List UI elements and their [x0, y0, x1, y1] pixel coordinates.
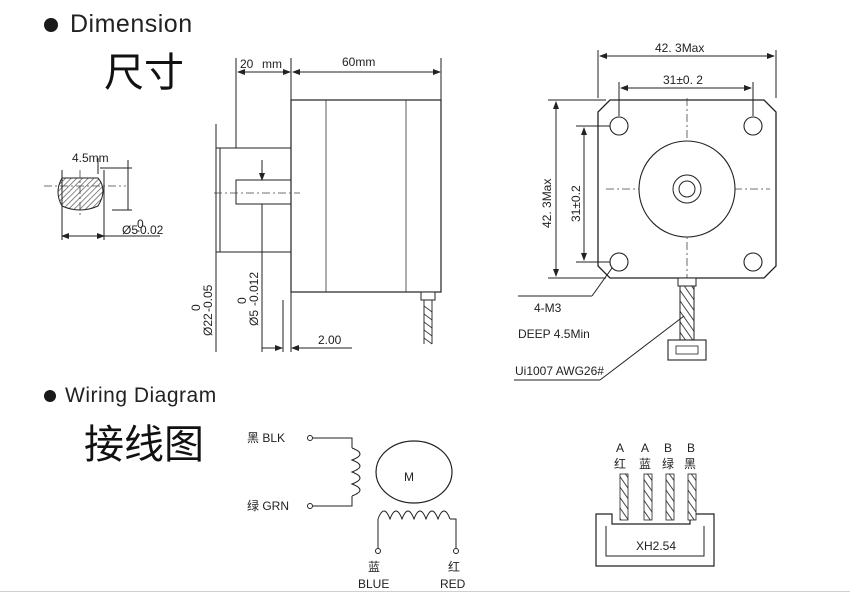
connector-wires: [619, 473, 697, 521]
wiring-heading: Wiring Diagram: [44, 384, 217, 408]
flat-tol-sub: -0.02: [136, 223, 164, 237]
pin-1-color: 红: [614, 456, 626, 471]
motor-symbol: M: [404, 470, 414, 484]
mount-holes-label: 4-M3: [534, 301, 562, 315]
shaft-dia-label: Ø5: [247, 310, 261, 326]
pin-4-phase: B: [687, 441, 695, 455]
shaft-flat-detail: [44, 158, 160, 240]
pilot-tol-sup: 0: [189, 304, 203, 311]
dimension-title-cn: 尺寸: [104, 50, 184, 96]
cable-spec-label: Ui1007 AWG26#: [515, 364, 604, 378]
body-length-label: 60mm: [342, 55, 375, 69]
pin-2-color: 蓝: [639, 457, 651, 471]
pin-3-color: 绿: [662, 456, 674, 471]
wire-blue-en: BLUE: [358, 577, 389, 591]
shaft-length-unit: mm: [262, 57, 282, 71]
pilot-tol-sub: -0.05: [201, 284, 215, 312]
pilot-dia-label: Ø22: [201, 313, 215, 336]
wire-grn-label: 绿 GRN: [247, 498, 289, 513]
front-width-label: 42. 3Max: [655, 41, 704, 55]
bottom-divider: [0, 591, 850, 592]
front-hole-h-label: 31±0. 2: [663, 73, 703, 87]
wiring-title-en: Wiring Diagram: [65, 384, 217, 407]
wire-red-cn: 红: [448, 559, 460, 574]
pilot-depth-label: 2.00: [318, 333, 342, 347]
flat-diameter-label: Ø5: [122, 223, 138, 237]
pin-2-phase: A: [641, 441, 649, 455]
hole-depth-label: DEEP 4.5Min: [518, 327, 590, 341]
wire-blk-label: 黑 BLK: [247, 431, 285, 445]
bullet-icon: [44, 390, 56, 403]
pin-3-phase: B: [664, 441, 672, 455]
front-hole-v-label: 31±0.2: [569, 185, 583, 222]
connector-type-label: XH2.54: [636, 539, 676, 553]
wire-red-en: RED: [440, 577, 466, 591]
wiring-title-cn: 接线图: [84, 422, 204, 468]
pin-4-color: 黑: [684, 457, 696, 471]
dimension-heading: Dimension: [44, 10, 193, 39]
pin-1-phase: A: [616, 441, 624, 455]
flat-tol-sup: 0: [137, 217, 144, 231]
shaft-tol-sup: 0: [235, 297, 249, 304]
wiring-schematic: [307, 435, 459, 554]
bullet-icon: [44, 18, 58, 33]
flat-width-label: 4.5mm: [72, 151, 109, 165]
wire-blue-cn: 蓝: [368, 560, 380, 574]
front-height-label: 42. 3Max: [540, 179, 554, 228]
motor-front-view: [514, 50, 777, 381]
dimension-title-en: Dimension: [70, 10, 193, 38]
motor-side-view: [214, 58, 442, 352]
shaft-length-label: 20: [240, 57, 254, 71]
xh-connector: [595, 473, 715, 567]
shaft-tol-sub: -0.012: [247, 272, 261, 306]
